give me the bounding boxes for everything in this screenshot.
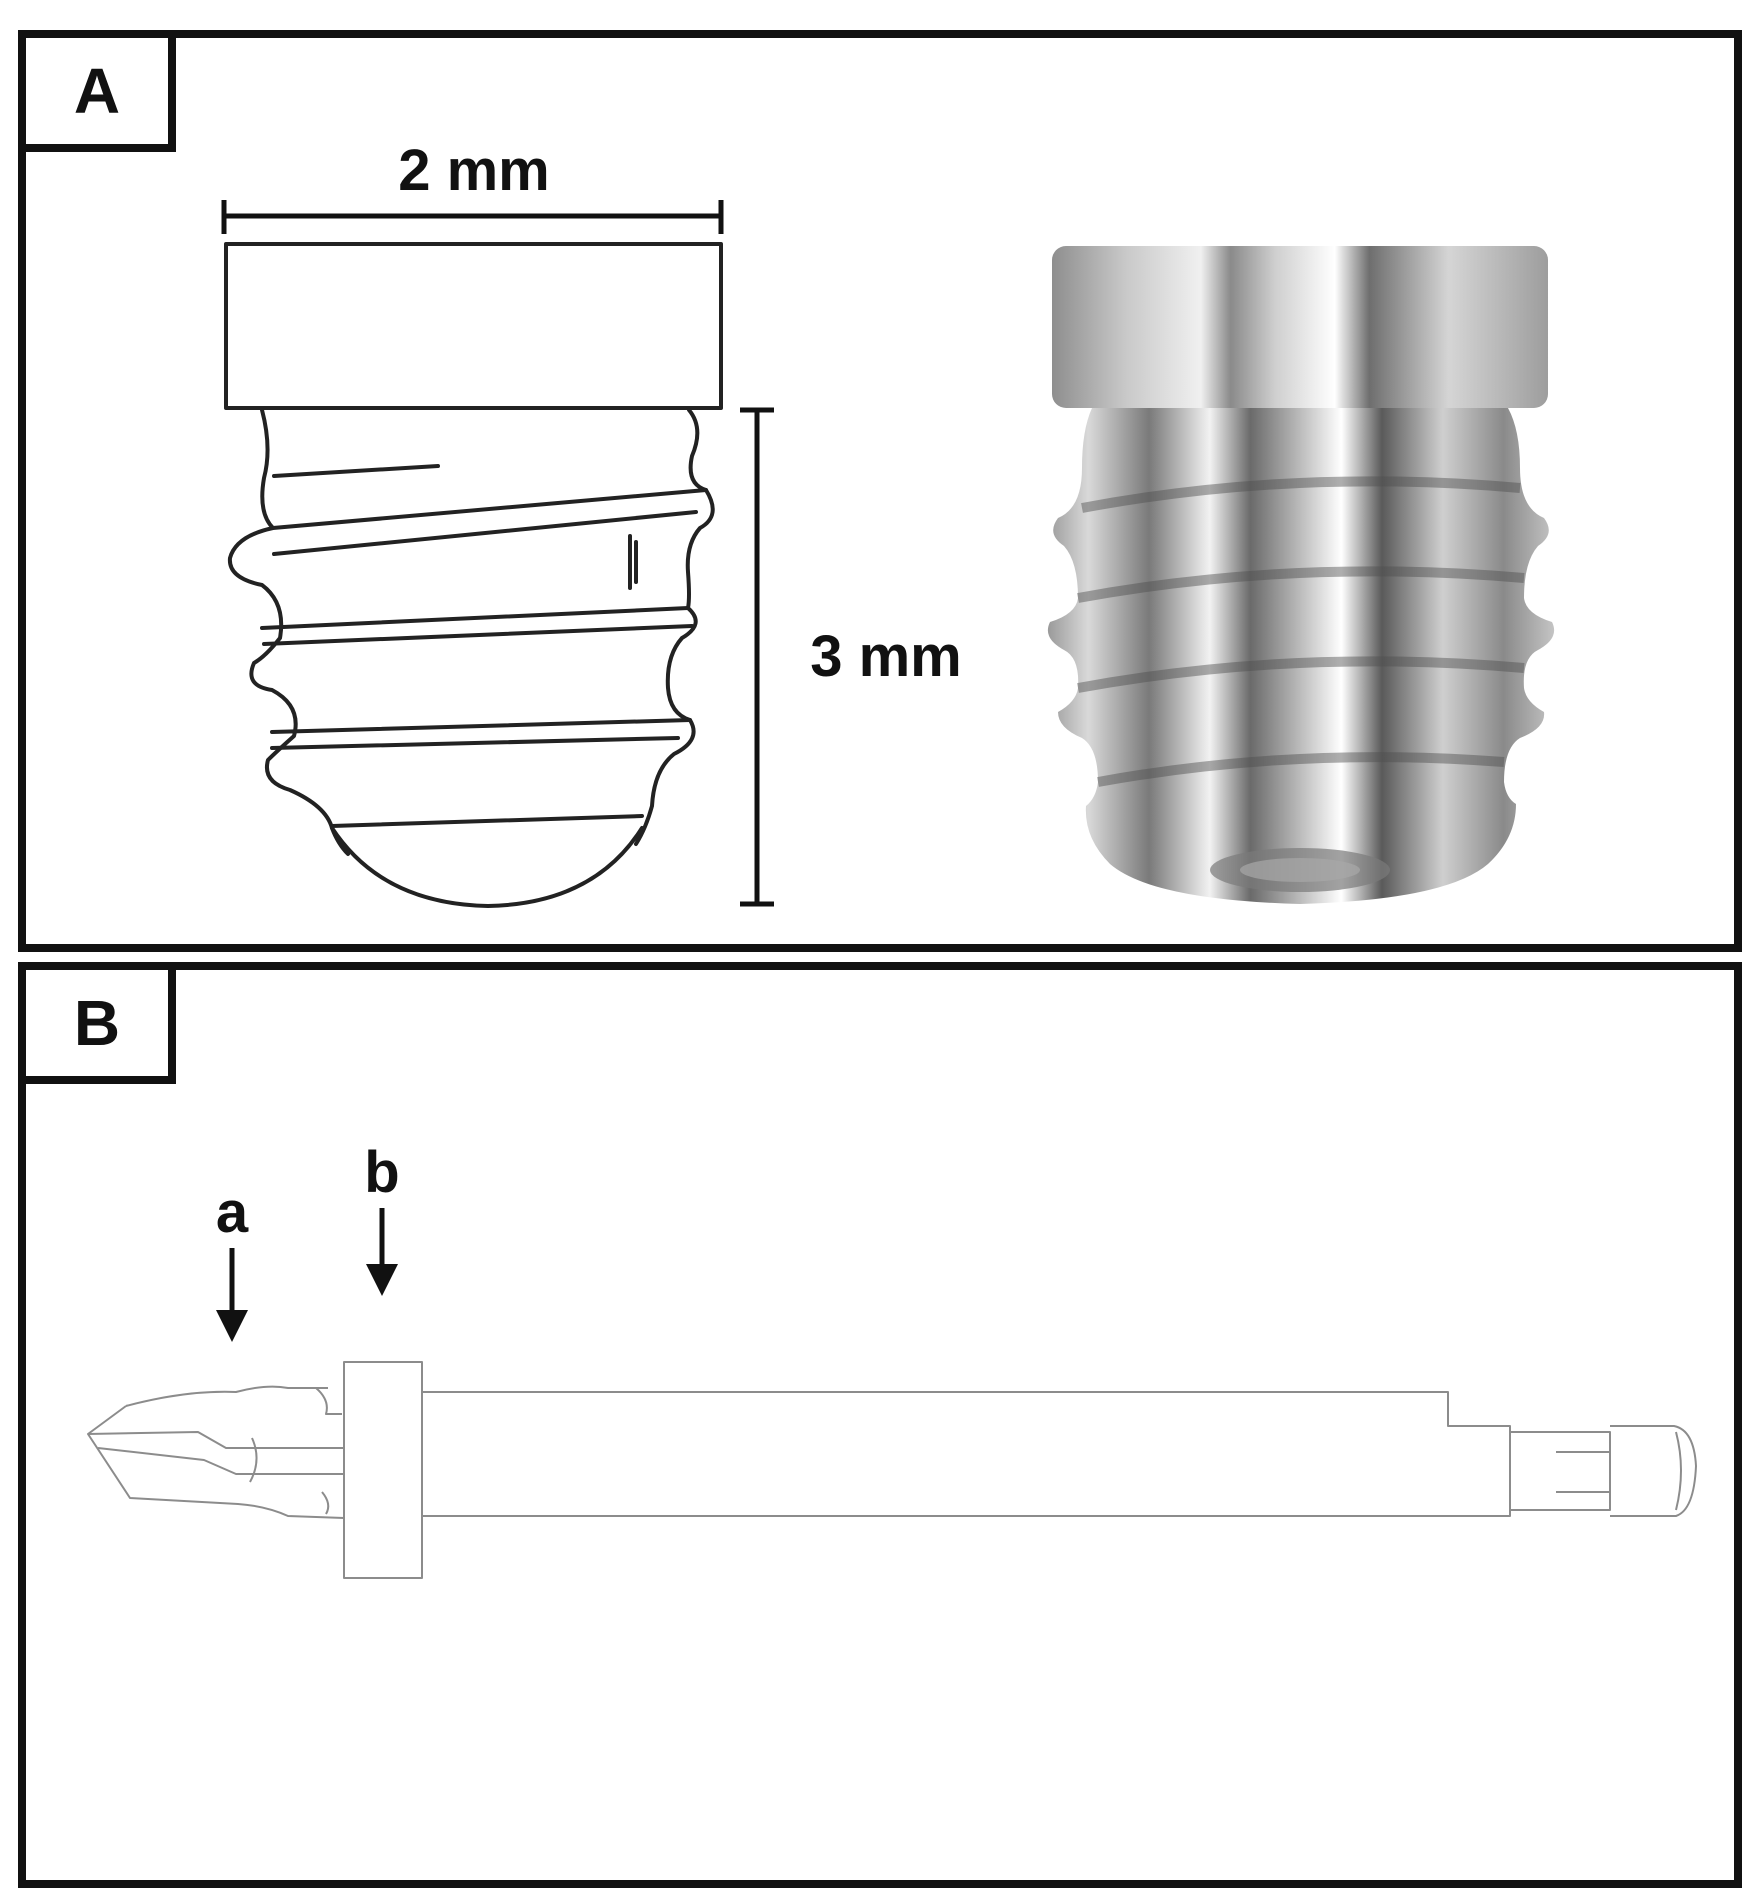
width-dimension-line xyxy=(221,200,724,234)
panel-b: B a b xyxy=(18,962,1742,1888)
insertion-tool-drawing xyxy=(87,1361,1697,1579)
height-dimension-line xyxy=(740,407,774,907)
panel-b-artwork: a b xyxy=(87,1140,1697,1579)
panel-a-artwork: 2 mm 3 mm xyxy=(221,138,1555,908)
screw-line-drawing xyxy=(224,242,723,908)
width-dimension-label: 2 mm xyxy=(398,138,550,203)
panel-b-label: B xyxy=(26,970,176,1084)
panel-a: A xyxy=(18,30,1742,952)
arrow-b-label: b xyxy=(364,1140,399,1205)
arrow-a xyxy=(216,1248,248,1342)
height-dimension-label: 3 mm xyxy=(810,624,962,689)
panel-a-label: A xyxy=(26,38,176,152)
arrow-a-label: a xyxy=(216,1180,249,1245)
arrow-b xyxy=(366,1208,398,1296)
screw-photo xyxy=(1047,246,1555,904)
